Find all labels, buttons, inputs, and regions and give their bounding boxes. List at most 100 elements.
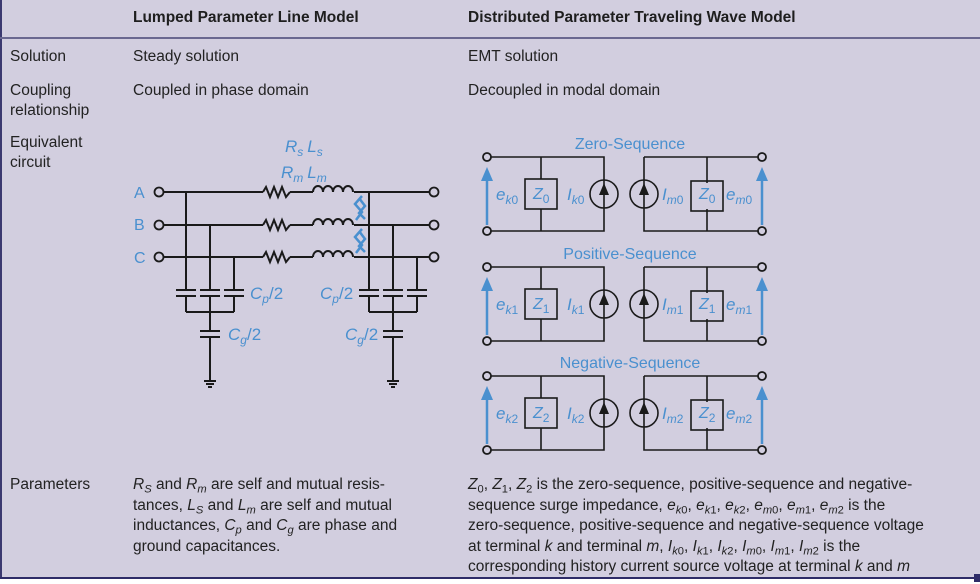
terminal [757,336,767,346]
label-em: em0 [726,185,752,207]
sequence-title: Positive-Sequence [563,246,697,263]
lumped-solution: Steady solution [133,48,239,65]
arrow-up-icon [639,402,649,414]
terminal [482,371,492,381]
label-em: em2 [726,404,752,426]
arrow-up-icon [599,293,609,305]
distributed-solution: EMT solution [468,48,559,65]
label-im: Im2 [662,404,684,426]
current-source-k [589,398,619,428]
distributed-parameters-text: Z0, Z1, Z2 is the zero-sequence, positiv… [468,476,924,575]
label-ik: Ik2 [567,404,585,426]
terminal-b-right [428,219,440,231]
sequence-circuit-negative-sequence: Negative-Sequence ek2 Z2 Ik2 Im2 Z2 em2 [481,355,768,455]
distributed-coupling: Decoupled in modal domain [468,82,661,99]
label-ek: ek0 [496,185,518,207]
terminal [757,152,767,162]
sequence-title: Zero-Sequence [575,136,685,153]
lumped-parameters-text: RS and Rm are self and mutual resis-tanc… [133,476,398,555]
header-distributed: Distributed Parameter Traveling Wave Mod… [468,9,796,26]
label-ek: ek2 [496,404,518,426]
label-im: Im0 [662,185,684,207]
arrow-up-icon [639,293,649,305]
label-ik: Ik0 [567,185,585,207]
voltage-arrow-icon [756,386,768,400]
phase-label-b: B [134,217,145,234]
label-ik: Ik1 [567,295,585,317]
terminal [757,226,767,236]
terminal [482,262,492,272]
row-label-solution: Solution [10,48,67,65]
sequence-circuit-positive-sequence: Positive-Sequence ek1 Z1 Ik1 Im1 Z1 em1 [481,246,768,346]
label-zm: Z1 [698,296,716,316]
resistors [262,184,291,265]
table-bottom-rule [0,577,975,579]
label-zm: Z2 [698,405,716,425]
label-zk: Z0 [532,186,550,206]
impedance-box-k [524,288,558,320]
label-cg-right: Cg/2 [345,325,378,347]
current-source-k [589,179,619,209]
terminal-c-left [153,251,165,263]
label-cp-left: Cp/2 [250,284,283,306]
ground-icon-right [387,380,399,388]
label-zk: Z1 [532,296,550,316]
header-lumped: Lumped Parameter Line Model [133,9,359,26]
lumped-coupling: Coupled in phase domain [133,82,309,99]
row-label-circuit-line1: Equivalent [10,134,83,151]
label-cg-left: Cg/2 [228,325,261,347]
voltage-arrow-icon [481,386,493,400]
voltage-arrow-icon [481,277,493,291]
voltage-arrow-icon [756,277,768,291]
impedance-box-m [690,180,724,212]
terminal [757,262,767,272]
row-label-coupling-line2: relationship [10,102,90,119]
voltage-arrow-icon [756,167,768,181]
voltage-arrow-icon [481,167,493,181]
current-source-k [589,289,619,319]
table-bottom-cap [974,574,980,582]
terminal [757,445,767,455]
impedance-box-m [690,290,724,322]
arrow-up-icon [599,402,609,414]
terminal [482,152,492,162]
terminal-c-right [428,251,440,263]
label-im: Im1 [662,295,684,317]
header-divider [0,37,980,39]
terminal-a-right [428,186,440,198]
phase-lines [161,191,430,258]
row-label-circuit-line2: circuit [10,154,51,171]
arrow-up-icon [599,183,609,195]
impedance-box-m [690,399,724,431]
impedance-box-k [524,397,558,429]
ground-icon-left [204,380,216,388]
row-label-coupling: Coupling relationship [10,81,89,121]
row-label-parameters: Parameters [10,476,91,493]
terminal [757,371,767,381]
label-em: em1 [726,295,752,317]
sequence-title: Negative-Sequence [560,355,701,372]
label-ek: ek1 [496,295,518,317]
phase-label-a: A [134,185,145,202]
terminal [482,445,492,455]
arrow-up-icon [639,183,649,195]
right-capacitor-bank [359,192,427,388]
row-label-coupling-line1: Coupling [10,82,72,99]
inductors [312,185,354,258]
current-source-m [629,289,659,319]
label-zk: Z2 [532,405,550,425]
terminal [482,226,492,236]
impedance-box-k [524,178,558,210]
terminal-a-left [153,186,165,198]
current-source-m [629,398,659,428]
terminal-b-left [153,219,165,231]
row-label-circuit: Equivalent circuit [10,133,82,173]
terminal [482,336,492,346]
mutual-coupling-marks [353,195,367,254]
